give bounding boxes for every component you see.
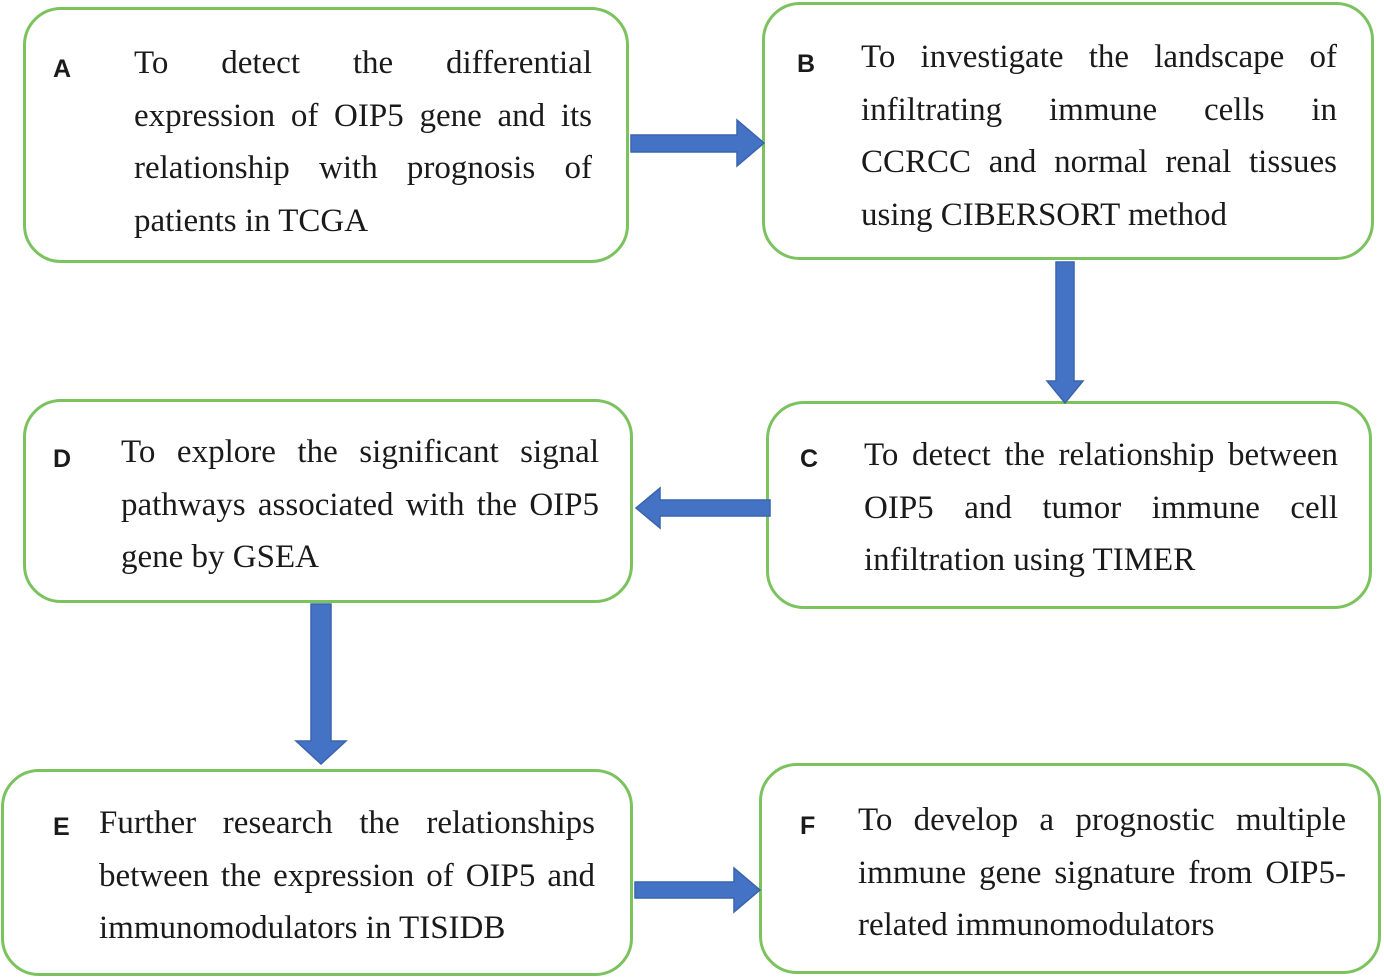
step-text-b: To investigate the landscape of infiltra… bbox=[861, 39, 1337, 233]
step-box-a: A To detect the differential expression … bbox=[23, 7, 629, 263]
step-letter-c: C bbox=[800, 445, 819, 473]
step-text-d: To explore the significant signal pathwa… bbox=[121, 434, 599, 575]
arrow-d-to-e bbox=[294, 603, 348, 766]
step-letter-b: B bbox=[797, 50, 816, 78]
step-box-d: D To explore the significant signal path… bbox=[23, 399, 633, 603]
step-box-e: E Further research the relationships bet… bbox=[1, 769, 633, 976]
step-letter-f: F bbox=[800, 812, 816, 840]
arrow-e-to-f bbox=[634, 866, 762, 914]
step-letter-e: E bbox=[53, 813, 70, 841]
arrow-c-to-d bbox=[634, 486, 771, 530]
step-letter-d: D bbox=[53, 445, 72, 473]
step-letter-a: A bbox=[53, 55, 72, 83]
arrow-b-to-c bbox=[1045, 261, 1085, 405]
arrow-a-to-b bbox=[630, 118, 766, 168]
step-text-f: To develop a prognostic multiple immune … bbox=[858, 802, 1346, 943]
step-text-a: To detect the differential expression of… bbox=[134, 45, 592, 239]
step-box-b: B To investigate the landscape of infilt… bbox=[762, 2, 1374, 260]
step-box-c: C To detect the relationship between OIP… bbox=[766, 401, 1372, 609]
step-box-f: F To develop a prognostic multiple immun… bbox=[759, 763, 1381, 974]
step-text-e: Further research the relationships betwe… bbox=[99, 805, 595, 946]
step-text-c: To detect the relationship between OIP5 … bbox=[864, 437, 1338, 578]
